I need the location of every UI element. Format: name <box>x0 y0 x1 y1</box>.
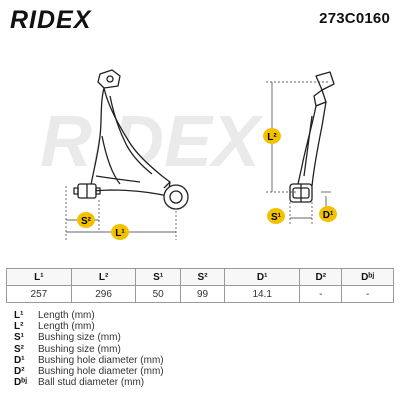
part-number: 273C0160 <box>319 10 390 27</box>
label-s1: S¹ <box>267 208 285 224</box>
legend-key: S² <box>14 343 24 355</box>
legend-key: Dᵇʲ <box>14 377 28 389</box>
header-s2: S² <box>179 268 226 286</box>
legend-item: S¹ Bushing size (mm) <box>14 332 384 343</box>
header-l2: L² <box>70 268 137 286</box>
header-s1: S¹ <box>135 268 181 286</box>
legend-desc: Length (mm) <box>38 310 95 321</box>
value-d1: 14.1 <box>224 285 301 303</box>
legend-item: Dᵇʲ Ball stud diameter (mm) <box>14 377 384 388</box>
legend-desc: Bushing hole diameter (mm) <box>38 365 164 377</box>
svg-text:L¹: L¹ <box>115 228 125 239</box>
brand-text: RIDEX <box>10 7 92 31</box>
legend-key: D¹ <box>14 354 25 366</box>
legend-desc: Length (mm) <box>38 321 95 333</box>
value-dbj: - <box>341 285 394 303</box>
svg-text:D¹: D¹ <box>323 210 334 221</box>
value-d2: - <box>299 285 343 303</box>
label-d1: D¹ <box>319 206 337 222</box>
value-s1: 50 <box>135 285 181 303</box>
legend-item: L² Length (mm) <box>14 321 384 332</box>
header-l1: L¹ <box>6 268 72 286</box>
legend-desc: Bushing size (mm) <box>38 332 121 344</box>
label-l1: L¹ <box>111 224 129 240</box>
value-l2: 296 <box>70 285 137 303</box>
value-s2: 99 <box>179 285 226 303</box>
legend-desc: Ball stud diameter (mm) <box>38 377 145 389</box>
spec-table: L¹ L² S¹ S² D¹ D² Dᵇʲ 257 296 50 99 14.1… <box>6 268 394 303</box>
legend: L¹ Length (mm) L² Length (mm) S¹ Bushing… <box>14 310 384 388</box>
header-dbj: Dᵇʲ <box>341 268 394 286</box>
header: RIDEX 273C0160 <box>0 0 400 36</box>
control-arm-front-view <box>73 69 189 210</box>
spec-table-header: L¹ L² S¹ S² D¹ D² Dᵇʲ <box>6 268 394 286</box>
legend-key: D² <box>14 365 25 377</box>
label-s2: S² <box>77 212 95 228</box>
legend-item: D² Bushing hole diameter (mm) <box>14 366 384 377</box>
legend-item: L¹ Length (mm) <box>14 310 384 321</box>
legend-item: D¹ Bushing hole diameter (mm) <box>14 355 384 366</box>
ridex-logo: RIDEX <box>10 7 92 31</box>
svg-text:S¹: S¹ <box>271 212 282 223</box>
header-d2: D² <box>299 268 343 286</box>
legend-item: S² Bushing size (mm) <box>14 344 384 355</box>
label-l2: L² <box>263 128 281 144</box>
legend-desc: Bushing hole diameter (mm) <box>38 354 164 366</box>
legend-desc: Bushing size (mm) <box>38 343 121 355</box>
legend-key: L² <box>14 321 24 333</box>
legend-key: S¹ <box>14 332 24 344</box>
control-arm-side-view <box>289 71 335 203</box>
svg-text:S²: S² <box>81 216 92 227</box>
legend-key: L¹ <box>14 310 24 321</box>
value-l1: 257 <box>6 285 72 303</box>
spec-table-row: 257 296 50 99 14.1 - - <box>6 285 394 303</box>
header-d1: D¹ <box>224 268 301 286</box>
technical-drawing: RIDEX S² L¹ <box>40 69 337 240</box>
svg-text:L²: L² <box>267 132 277 143</box>
